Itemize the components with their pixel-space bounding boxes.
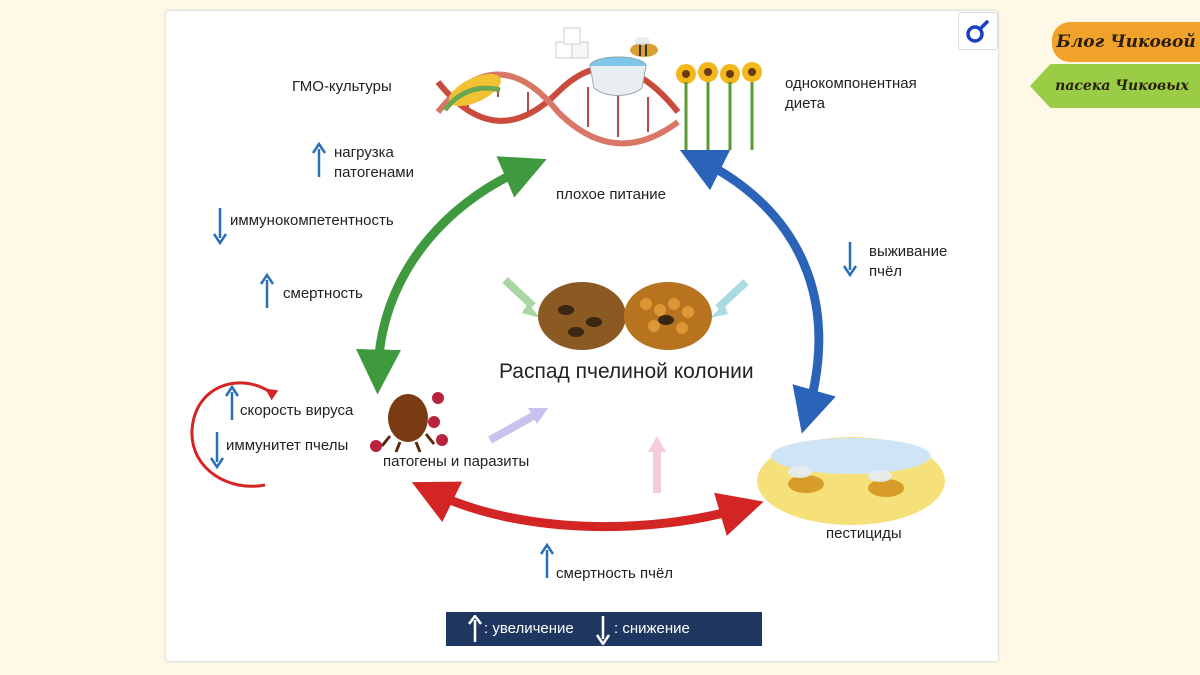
up-arrow-icon xyxy=(259,272,275,308)
monodiet-label: однокомпонентная диета xyxy=(785,75,917,112)
sunflower-icon xyxy=(676,62,762,150)
up-arrow-icon xyxy=(311,141,327,177)
zoom-button[interactable] xyxy=(958,12,998,50)
mite-icon xyxy=(380,394,436,453)
bee-mortality-label: смертность пчёл xyxy=(556,565,674,582)
pesticides-label: пестициды xyxy=(826,525,902,542)
honeycomb-icon xyxy=(538,282,712,350)
down-arrow-icon xyxy=(212,208,228,246)
bee-icon xyxy=(630,37,658,57)
center-title: Распад пчелиной колонии xyxy=(499,360,754,383)
poor-nutrition-label: плохое питание xyxy=(556,186,666,203)
virus-icon xyxy=(428,392,448,446)
legend-decrease: : снижение xyxy=(614,620,690,637)
legend-increase: : увеличение xyxy=(484,620,574,637)
virus-cycle-arrow xyxy=(190,381,279,488)
legend: : увеличение : снижение xyxy=(446,612,762,646)
field-icon xyxy=(757,437,945,525)
up-arrow-icon xyxy=(539,542,555,578)
up-arrow-icon xyxy=(224,384,240,420)
immunocompetence-label: иммунокомпетентность xyxy=(230,212,394,229)
blue-arrow xyxy=(679,149,836,434)
blog-title-badge[interactable]: Блог Чиковой xyxy=(1052,22,1200,62)
zoom-icon xyxy=(966,20,989,43)
down-arrow-icon xyxy=(842,242,858,278)
pathogen-load-label: нагрузка патогенами xyxy=(334,144,414,181)
bee-immunity-label: иммунитет пчелы xyxy=(226,437,349,454)
sugar-cubes-icon xyxy=(555,27,589,59)
virus-speed-label: скорость вируса xyxy=(240,402,354,419)
green-arrow xyxy=(356,156,547,395)
red-arrow xyxy=(411,481,764,536)
down-arrow-icon xyxy=(596,616,610,645)
corn-icon xyxy=(443,73,501,112)
bee-survival-label: выживание пчёл xyxy=(869,243,948,280)
gmo-label: ГМО-культуры xyxy=(292,78,392,95)
water-bowl-icon xyxy=(589,56,647,96)
virus-icon xyxy=(370,440,382,452)
blog-subtitle-badge[interactable]: пасека Чиковых xyxy=(1030,64,1200,108)
down-arrow-icon xyxy=(209,432,225,470)
mortality-label: смертность xyxy=(283,285,363,302)
up-arrow-icon xyxy=(468,615,482,642)
pathogens-label: патогены и паразиты xyxy=(383,453,530,470)
